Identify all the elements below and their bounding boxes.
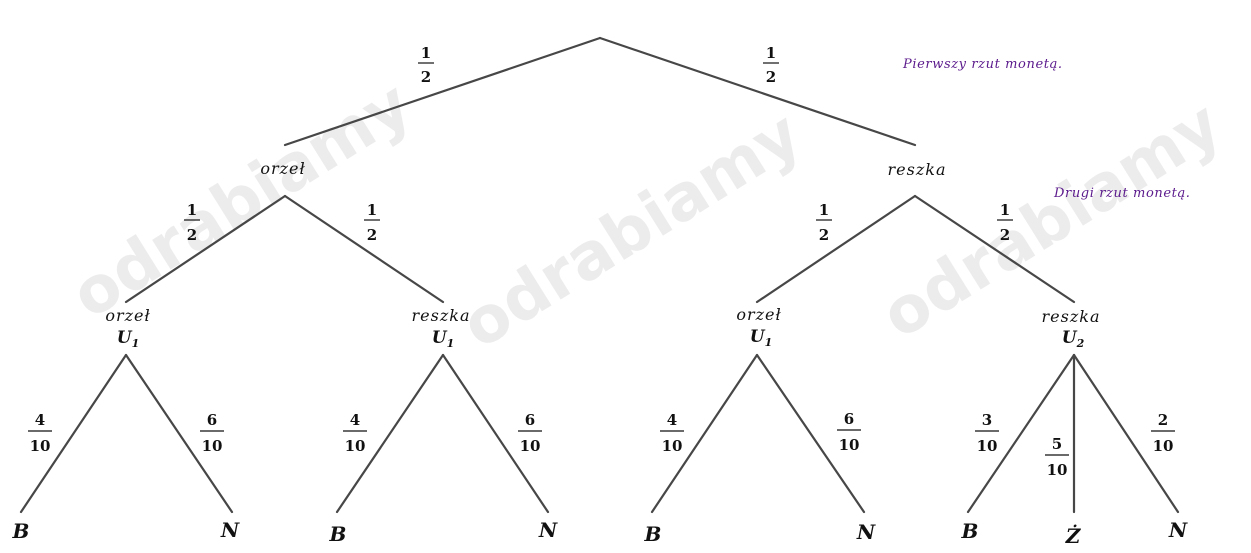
fraction-numerator: 2 bbox=[1158, 411, 1168, 429]
caption-first-toss: Pierwszy rzut monetą. bbox=[902, 57, 1063, 72]
node-orzel-u1: orzeł U1 bbox=[105, 306, 150, 350]
fraction-denominator: 2 bbox=[819, 226, 829, 244]
prob-orzel-left: 1 2 bbox=[184, 201, 200, 244]
prob-orzel-right: 1 2 bbox=[364, 201, 380, 244]
fraction-denominator: 10 bbox=[839, 436, 860, 454]
leaf-b: B bbox=[961, 519, 979, 543]
fraction-denominator: 2 bbox=[766, 68, 776, 86]
edge-u1b-n bbox=[441, 353, 550, 514]
fraction-denominator: 10 bbox=[202, 437, 223, 455]
node-orzel-u1-right: orzeł U1 bbox=[736, 305, 781, 349]
fraction-numerator: 3 bbox=[982, 411, 992, 429]
prob-u2-n: 2 10 bbox=[1151, 411, 1175, 455]
edge-reszka-orzel bbox=[755, 194, 917, 304]
leaf-b: B bbox=[644, 522, 662, 546]
edge-u1a-n bbox=[124, 353, 234, 514]
fraction-numerator: 1 bbox=[1000, 201, 1010, 219]
fraction-numerator: 6 bbox=[525, 411, 535, 429]
edge-u1a-b bbox=[19, 353, 128, 514]
fraction-denominator: 2 bbox=[1000, 226, 1010, 244]
fraction-denominator: 2 bbox=[187, 226, 197, 244]
node-label: reszka bbox=[412, 306, 471, 325]
edge-reszka-reszka bbox=[913, 194, 1076, 304]
leaf-b: B bbox=[329, 522, 347, 546]
edge-u2-n bbox=[1072, 353, 1180, 514]
prob-u2-b: 3 10 bbox=[975, 411, 999, 455]
caption-second-toss: Drugi rzut monetą. bbox=[1053, 186, 1191, 201]
fraction-denominator: 2 bbox=[421, 68, 431, 86]
prob-u1a-b: 4 10 bbox=[28, 411, 52, 455]
fraction-denominator: 10 bbox=[977, 437, 998, 455]
node-label: reszka bbox=[1042, 307, 1101, 326]
leaf-n: N bbox=[220, 518, 240, 542]
fraction-numerator: 4 bbox=[35, 411, 45, 429]
leaf-n: N bbox=[538, 518, 558, 542]
fraction-numerator: 6 bbox=[207, 411, 217, 429]
prob-u1c-b: 4 10 bbox=[660, 411, 684, 455]
prob-u1b-b: 4 10 bbox=[343, 411, 367, 455]
fraction-numerator: 1 bbox=[187, 201, 197, 219]
fraction-denominator: 10 bbox=[30, 437, 51, 455]
node-reszka-u2: reszka U2 bbox=[1042, 307, 1101, 350]
prob-u1b-n: 6 10 bbox=[518, 411, 542, 455]
prob-u2-z: 5 10 bbox=[1045, 435, 1069, 479]
edge-orzel-reszka bbox=[283, 194, 445, 304]
leaf-n: N bbox=[856, 520, 876, 544]
urn-label: U2 bbox=[1062, 328, 1085, 350]
prob-u1a-n: 6 10 bbox=[200, 411, 224, 455]
leaf-z-dot: Ż bbox=[1065, 524, 1082, 548]
node-label: orzeł bbox=[736, 305, 781, 324]
prob-root-right: 1 2 bbox=[763, 44, 779, 86]
edge-u1b-b bbox=[335, 353, 445, 514]
fraction-numerator: 4 bbox=[667, 411, 677, 429]
fraction-numerator: 1 bbox=[367, 201, 377, 219]
node-label-reszka: reszka bbox=[888, 160, 947, 179]
edge-orzel-orzel bbox=[124, 194, 287, 304]
urn-label: U1 bbox=[117, 328, 139, 350]
fraction-denominator: 10 bbox=[662, 437, 683, 455]
node-reszka-u1: reszka U1 bbox=[412, 306, 471, 350]
fraction-denominator: 10 bbox=[1047, 461, 1068, 479]
fraction-denominator: 2 bbox=[367, 226, 377, 244]
urn-label: U1 bbox=[432, 328, 454, 350]
edge-u1c-n bbox=[755, 353, 866, 514]
leaf-b: B bbox=[12, 519, 30, 543]
prob-root-left: 1 2 bbox=[418, 44, 434, 86]
edge-root-reszka bbox=[598, 36, 917, 147]
edge-root-orzel bbox=[283, 36, 602, 147]
urn-label: U1 bbox=[750, 327, 772, 349]
leaf-n: N bbox=[1168, 518, 1188, 542]
fraction-denominator: 10 bbox=[1153, 437, 1174, 455]
fraction-numerator: 4 bbox=[350, 411, 360, 429]
edge-u1c-b bbox=[650, 353, 759, 514]
fraction-numerator: 1 bbox=[819, 201, 829, 219]
node-label: orzeł bbox=[105, 306, 150, 325]
fraction-numerator: 6 bbox=[844, 410, 854, 428]
prob-u1c-n: 6 10 bbox=[837, 410, 861, 454]
fraction-numerator: 1 bbox=[421, 44, 431, 62]
fraction-denominator: 10 bbox=[345, 437, 366, 455]
fraction-denominator: 10 bbox=[520, 437, 541, 455]
node-label-orzel: orzeł bbox=[260, 159, 305, 178]
edge-u2-b bbox=[966, 353, 1076, 514]
fraction-numerator: 5 bbox=[1052, 435, 1062, 453]
prob-reszka-left: 1 2 bbox=[816, 201, 832, 244]
prob-reszka-right: 1 2 bbox=[997, 201, 1013, 244]
fraction-numerator: 1 bbox=[766, 44, 776, 62]
